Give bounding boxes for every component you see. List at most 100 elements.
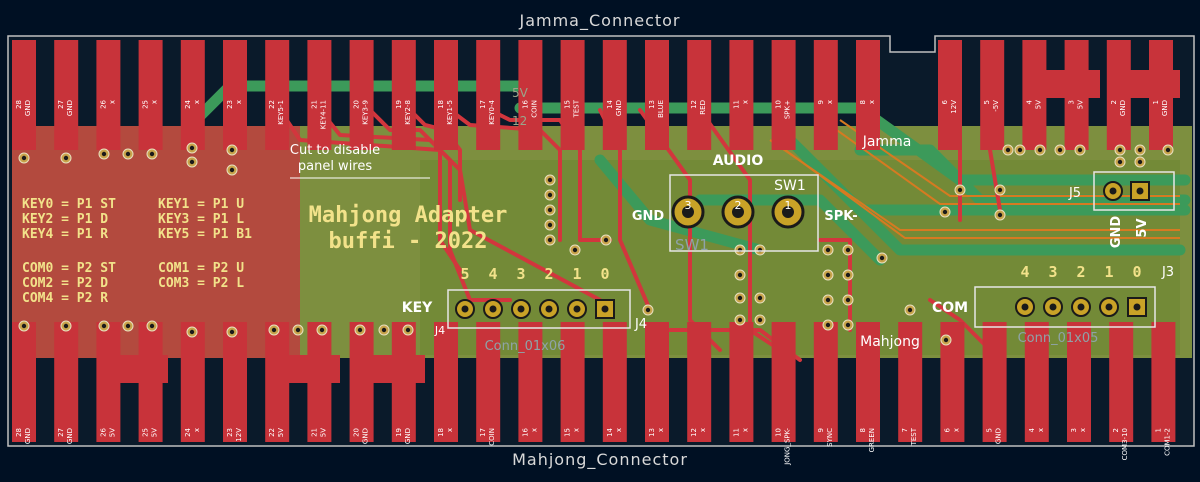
bottom-pin-signal: x <box>699 428 707 432</box>
top-pin-signal: BLUE <box>657 100 665 118</box>
bottom-pin-signal: TEST <box>910 427 918 446</box>
key-map-entry: KEY5 = P1 B1 <box>158 227 252 242</box>
j5-pins <box>1103 181 1150 201</box>
j5-gnd-label: GND <box>1109 216 1124 249</box>
top-pin-signal: GND <box>24 100 32 116</box>
top-pin-number: 4 <box>1025 99 1033 104</box>
top-pin-signal: GND <box>1161 100 1169 116</box>
bottom-pin-number: 19 <box>395 428 403 437</box>
conn-key-label: Conn_01x06 <box>485 339 566 354</box>
top-pin-number: 9 <box>817 100 825 104</box>
bottom-connector-label: Mahjong_Connector <box>512 450 688 469</box>
bottom-pin-number: 12 <box>690 428 698 437</box>
top-pin-number: 1 <box>1152 100 1160 104</box>
bottom-pin-signal: 5V <box>277 428 285 437</box>
bottom-pin-number: 13 <box>648 428 656 437</box>
com-header-number: 4 <box>1020 263 1029 281</box>
top-pin-number: 10 <box>775 100 783 109</box>
top-pin-number: 16 <box>521 99 529 108</box>
bottom-pin-signal: x <box>573 428 581 432</box>
cut-note-line1: Cut to disable <box>290 143 380 158</box>
top-pin-signal: x <box>235 100 243 104</box>
bottom-pin-number: 24 <box>184 427 192 436</box>
top-pin-number: 28 <box>15 100 23 109</box>
bottom-pin-number: 1 <box>1154 428 1162 432</box>
top-pin-signal: RED <box>699 100 707 115</box>
bottom-pin-signal: GND <box>24 428 32 444</box>
bottom-pin-signal: x <box>615 428 623 432</box>
j3-label: J3 <box>1161 265 1174 280</box>
top-pin-number: 14 <box>606 99 614 108</box>
com-map-entry: COM3 = P2 L <box>158 276 244 291</box>
bottom-pin-signal: 12V <box>235 428 243 442</box>
bottom-pin-signal: x <box>952 428 960 432</box>
title-line1: Mahjong Adapter <box>309 203 508 228</box>
top-pin-number: 6 <box>941 99 949 104</box>
title-line2: buffi - 2022 <box>329 229 488 254</box>
vias <box>18 142 1174 346</box>
bottom-pin-number: 5 <box>986 428 994 432</box>
top-pin-signal: x <box>151 100 159 104</box>
bottom-pin-signal: GND <box>66 428 74 444</box>
bottom-pin-number: 9 <box>817 428 825 432</box>
com-header-box <box>974 286 1156 328</box>
top-pin-number: 21 <box>310 100 318 109</box>
bottom-pin-signal: x <box>530 428 538 432</box>
bottom-pin-number: 7 <box>901 428 909 432</box>
key-map-entry: KEY1 = P1 U <box>158 197 244 212</box>
key-header-number: 1 <box>572 265 581 283</box>
bottom-pin-number: 8 <box>859 428 867 432</box>
bottom-pin-signal: x <box>657 428 665 432</box>
top-pin-signal: TEST <box>573 99 581 118</box>
bottom-pin-signal: 5V <box>151 428 159 437</box>
bottom-pin-number: 14 <box>606 427 614 436</box>
key-header-number: 0 <box>600 265 609 283</box>
top-pin-signal: GND <box>615 100 623 116</box>
top-pin-number: 22 <box>268 100 276 109</box>
key-map-entry: KEY4 = P1 R <box>22 227 108 242</box>
top-pin-signal: x <box>826 100 834 104</box>
key-header-box <box>447 289 631 329</box>
bottom-pin-signal: GREEN <box>868 428 876 452</box>
top-pin-number: 19 <box>395 100 403 109</box>
bottom-pin-signal: 5V <box>319 428 327 437</box>
top-pin-signal: SPK+ <box>784 100 792 119</box>
audio-box <box>669 174 819 252</box>
switch-pin-number: 3 <box>685 199 692 212</box>
ghost-5v: 5V <box>512 86 529 100</box>
bottom-pin-number: 17 <box>479 428 487 437</box>
ghost-12: 12 <box>512 114 527 128</box>
top-pin-signal: KEY4-11 <box>319 100 327 129</box>
top-pin-number: 23 <box>226 100 234 109</box>
conn-com-label: Conn_01x05 <box>1018 331 1099 346</box>
top-pin-number: 25 <box>142 100 150 109</box>
bottom-pin-number: 10 <box>775 428 783 437</box>
top-pin-signal: -5V <box>992 100 1000 112</box>
switch-pin-number: 1 <box>785 199 792 212</box>
bottom-pin-number: 28 <box>15 428 23 437</box>
top-pin-number: 13 <box>648 100 656 109</box>
top-jumpers <box>1030 70 1180 98</box>
j4-label: J4 <box>434 324 445 337</box>
key-header-number: 3 <box>516 265 525 283</box>
top-pin-signal: COIN <box>530 100 538 118</box>
bottom-jumpers <box>98 355 425 383</box>
top-connector-label: Jamma_Connector <box>519 11 681 30</box>
